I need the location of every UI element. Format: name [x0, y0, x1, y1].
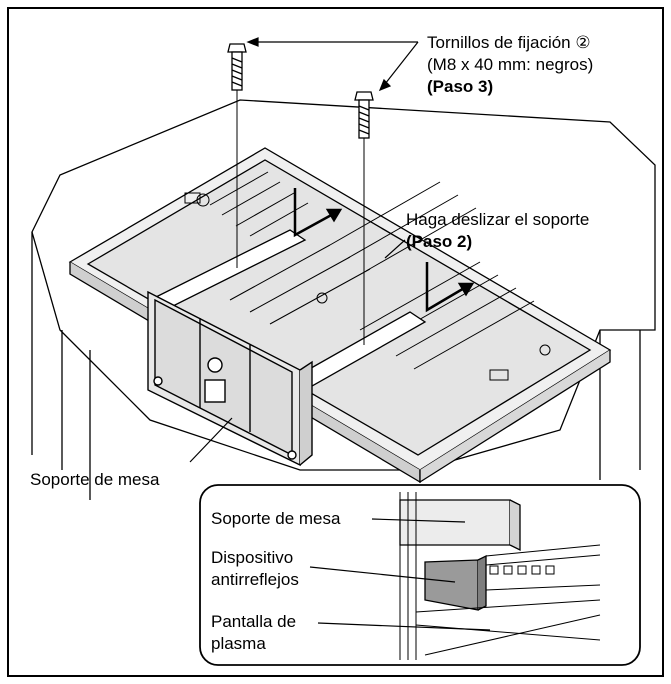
stand-label: Soporte de mesa	[30, 470, 160, 489]
slide-arrows	[293, 188, 475, 313]
stand-leader	[189, 417, 233, 463]
detail-panel-label-2: plasma	[211, 634, 266, 653]
screw-callout-leaders	[246, 37, 419, 92]
detail-antiglare-label-2: antirreflejos	[211, 570, 299, 589]
detail-stand-label: Soporte de mesa	[211, 509, 341, 528]
slide-callout-leader	[384, 239, 406, 259]
screws-label-line1: Tornillos de fijación ②	[427, 33, 591, 52]
screw-right	[354, 91, 374, 139]
screws-step-label: (Paso 3)	[427, 77, 494, 96]
screws-label-line2: (M8 x 40 mm: negros)	[427, 55, 594, 74]
table-stand-plate	[147, 290, 313, 467]
detail-inset	[199, 484, 641, 666]
slide-step-label: (Paso 2)	[406, 232, 473, 251]
screw-guide-lines	[236, 90, 365, 345]
detail-panel-label-1: Pantalla de	[211, 612, 297, 631]
panel-ribs	[184, 171, 551, 381]
detail-antiglare-label-1: Dispositivo	[211, 548, 294, 567]
screw-left	[227, 43, 247, 91]
slide-label: Haga deslizar el soporte	[406, 210, 590, 229]
